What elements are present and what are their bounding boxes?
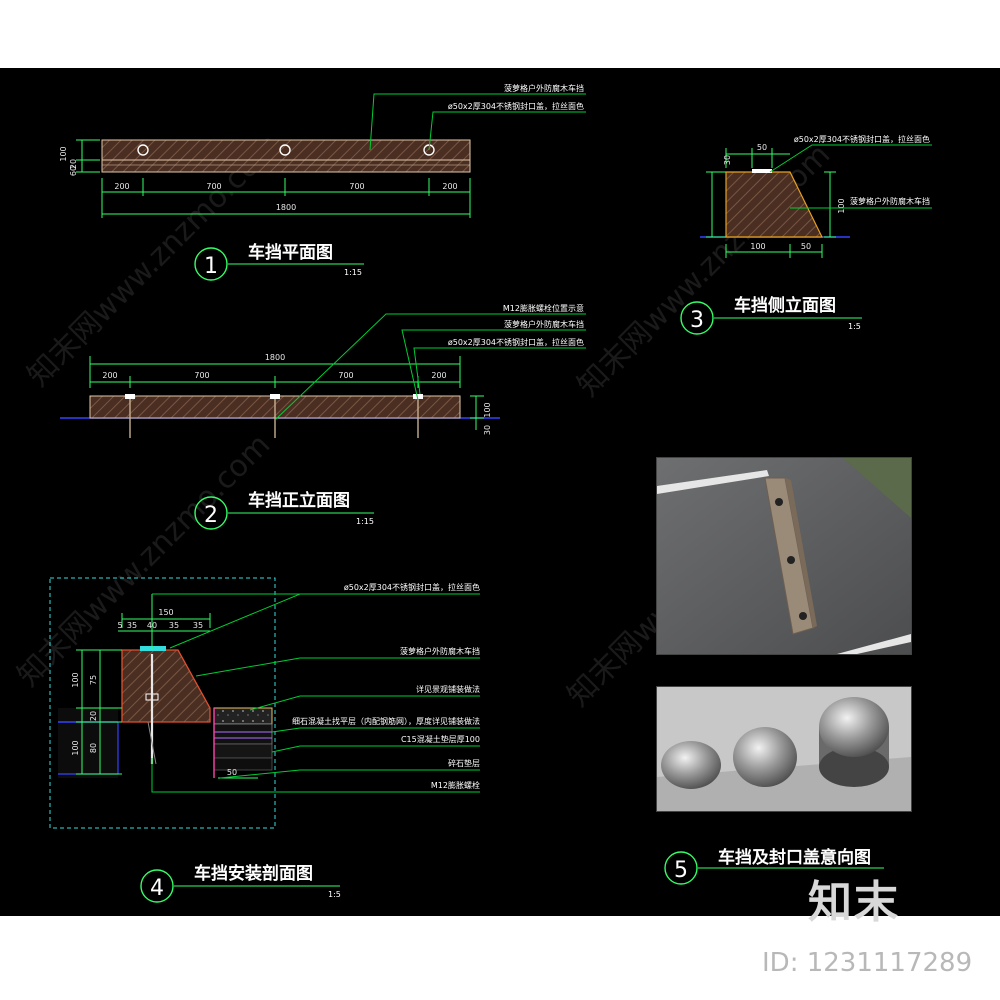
watermark-brand: 知末 (808, 877, 900, 928)
side-dim: 50 (801, 242, 811, 251)
view-number: 1 (204, 254, 218, 279)
side-dim: 50 (757, 143, 767, 152)
front-dim: 200 (431, 371, 446, 380)
side-dim: 100 (750, 242, 765, 251)
plan-dim: 200 (114, 182, 129, 191)
section-vdim: 20 (89, 711, 98, 721)
side-callout: 菠萝格户外防腐木车挡 (850, 196, 930, 206)
front-callout: M12膨胀螺栓位置示意 (503, 303, 584, 313)
view-number-circle (664, 851, 698, 885)
watermark-text: 知末网www.znzmo.com (571, 137, 837, 403)
view-scale: 1:15 (356, 517, 374, 526)
view-title: 车挡平面图 (248, 242, 333, 263)
view-plan: 200 700 700 200 1800 100 20 60 菠萝格户外防腐木车… (59, 83, 586, 281)
front-total: 1800 (265, 353, 285, 362)
plan-dim: 700 (349, 182, 364, 191)
plan-dim: 200 (442, 182, 457, 191)
view-section: 150 5 35 40 35 35 100 75 20 100 80 50 (49, 577, 480, 903)
plan-total: 1800 (276, 203, 296, 212)
bumper-photo (656, 457, 912, 655)
plan-callout: 菠萝格户外防腐木车挡 (504, 83, 584, 93)
section-vdim: 100 (71, 672, 80, 687)
side-dim: 30 (723, 155, 732, 165)
watermark-id: ID: 1231117289 (762, 948, 973, 978)
section-vdim: 75 (89, 675, 98, 685)
view-photos: 5 车挡及封口盖意向图 (664, 847, 884, 885)
plan-cap (137, 144, 149, 156)
section-callout: M12膨胀螺栓 (431, 780, 480, 790)
section-callout: 详见景观铺装做法 (416, 684, 480, 694)
plan-hdim: 100 (59, 146, 68, 161)
view-title: 车挡侧立面图 (734, 295, 836, 316)
section-callout: 菠萝格户外防腐木车挡 (400, 646, 480, 656)
section-bumper-profile (121, 649, 211, 723)
section-dim: 35 (193, 621, 203, 630)
view-number-circle (680, 301, 714, 335)
view-scale: 1:15 (344, 268, 362, 277)
view-number-circle (194, 496, 228, 530)
view-title: 车挡正立面图 (248, 490, 350, 511)
front-hdim: 30 (483, 425, 492, 435)
caps-photo (656, 686, 912, 812)
plan-callout: ø50x2厚304不锈钢封口盖，拉丝面色 (448, 101, 584, 111)
view-front: 1800 200 700 700 200 100 30 M12膨胀螺栓位置示意 … (60, 303, 586, 530)
front-callout: 菠萝格户外防腐木车挡 (504, 319, 584, 329)
view-number-circle (194, 247, 228, 281)
view-number: 2 (204, 503, 218, 528)
plan-cap (423, 144, 435, 156)
section-vdim: 80 (89, 743, 98, 753)
section-dim: 40 (147, 621, 157, 630)
section-callout: 细石混凝土找平层（内配钢筋网），厚度详见铺装做法 (292, 716, 480, 726)
plan-hdim: 20 (69, 159, 78, 169)
view-number: 5 (674, 858, 688, 883)
front-callout: ø50x2厚304不锈钢封口盖，拉丝面色 (448, 337, 584, 347)
section-total: 150 (158, 608, 173, 617)
section-callout: ø50x2厚304不锈钢封口盖，拉丝面色 (344, 582, 480, 592)
section-callout: C15混凝土垫层厚100 (401, 734, 480, 744)
plan-dim: 700 (206, 182, 221, 191)
front-dim: 700 (338, 371, 353, 380)
front-hdim: 100 (483, 402, 492, 417)
drawing-sheet: 知末网www.znzmo.com 知末网www.znzmo.com 知末网www… (0, 68, 1000, 916)
front-dim: 200 (102, 371, 117, 380)
view-side: 30 50 100 100 50 ø50x2厚304不锈钢封口盖，拉丝面色 菠萝… (680, 134, 932, 335)
plan-cap (279, 144, 291, 156)
section-bottom-dim: 50 (227, 768, 237, 777)
front-dim: 700 (194, 371, 209, 380)
view-title: 车挡安装剖面图 (194, 863, 313, 884)
section-dim: 35 (169, 621, 179, 630)
view-title: 车挡及封口盖意向图 (718, 847, 871, 868)
view-number-circle (140, 869, 174, 903)
view-number: 4 (150, 876, 164, 901)
view-scale: 1:5 (328, 890, 341, 899)
section-callout: 碎石垫层 (448, 758, 480, 768)
side-callout: ø50x2厚304不锈钢封口盖，拉丝面色 (794, 134, 930, 144)
section-dim: 35 (127, 621, 137, 630)
plan-hdim: 60 (69, 166, 78, 176)
view-number: 3 (690, 308, 704, 333)
section-vdim: 100 (71, 740, 80, 755)
side-hdim: 100 (837, 198, 846, 213)
view-scale: 1:5 (848, 322, 861, 331)
section-dim: 5 (117, 621, 122, 630)
